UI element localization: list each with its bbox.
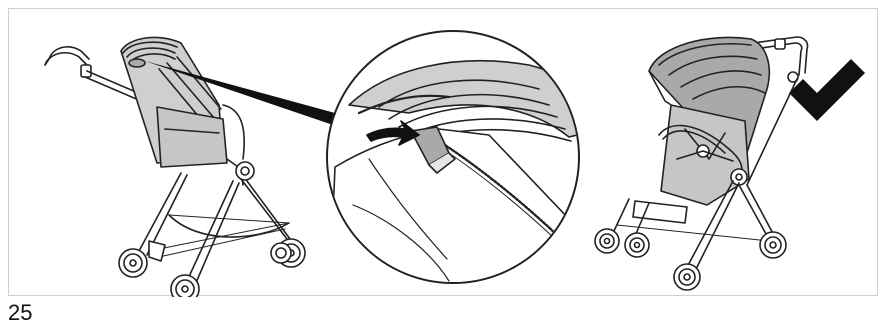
wheel-right-rear-right — [760, 232, 786, 258]
checkmark-icon — [789, 59, 865, 121]
wheel-right-rear-left — [674, 264, 700, 290]
stroller-front-view — [595, 37, 808, 290]
wheel-rear-left — [171, 275, 199, 297]
step-number: 25 — [8, 302, 32, 324]
illustration-canvas — [9, 9, 879, 297]
wheel-right-front-right — [625, 233, 649, 257]
stroller-rear-view — [45, 37, 305, 297]
zoom-detail-callout — [327, 31, 609, 297]
wheel-front-left — [119, 249, 147, 277]
wheel-right-front-left — [595, 229, 619, 253]
wheel-rear-right — [271, 243, 291, 263]
instruction-panel — [8, 8, 878, 296]
